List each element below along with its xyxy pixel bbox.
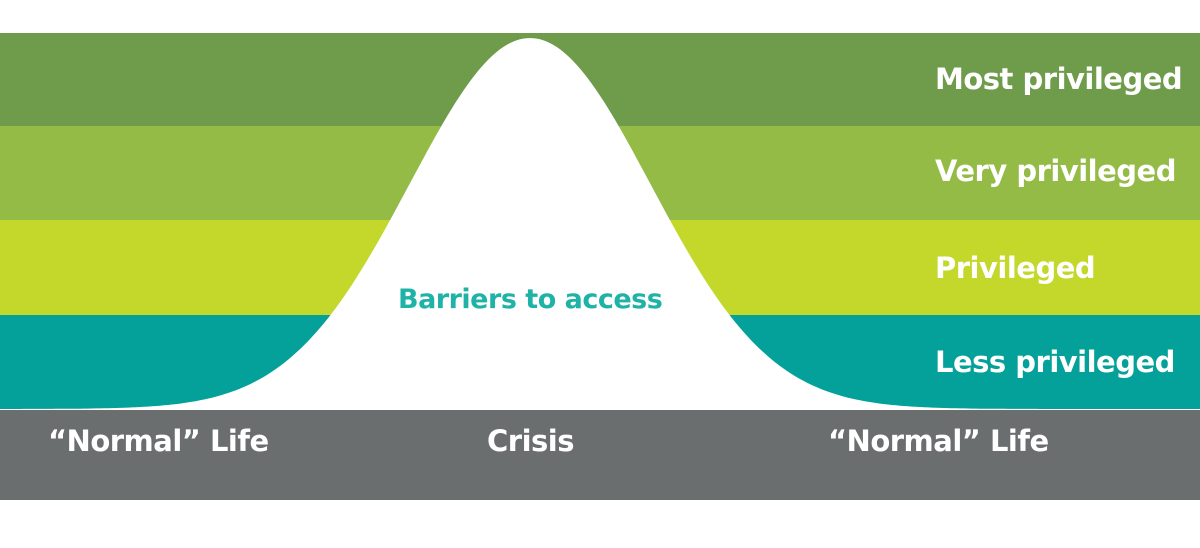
axis-label-crisis: Crisis: [487, 424, 575, 458]
barriers-to-access-label: Barriers to access: [398, 284, 663, 315]
axis-label-normal-life-right: “Normal” Life: [828, 424, 1049, 458]
axis-bar: [0, 410, 1200, 500]
barriers-bell-curve: [0, 38, 1200, 411]
label-very-privileged: Very privileged: [935, 154, 1176, 188]
label-most-privileged: Most privileged: [935, 62, 1183, 96]
axis-label-normal-life-left: “Normal” Life: [48, 424, 269, 458]
label-privileged: Privileged: [935, 251, 1096, 285]
label-less-privileged: Less privileged: [935, 345, 1175, 379]
